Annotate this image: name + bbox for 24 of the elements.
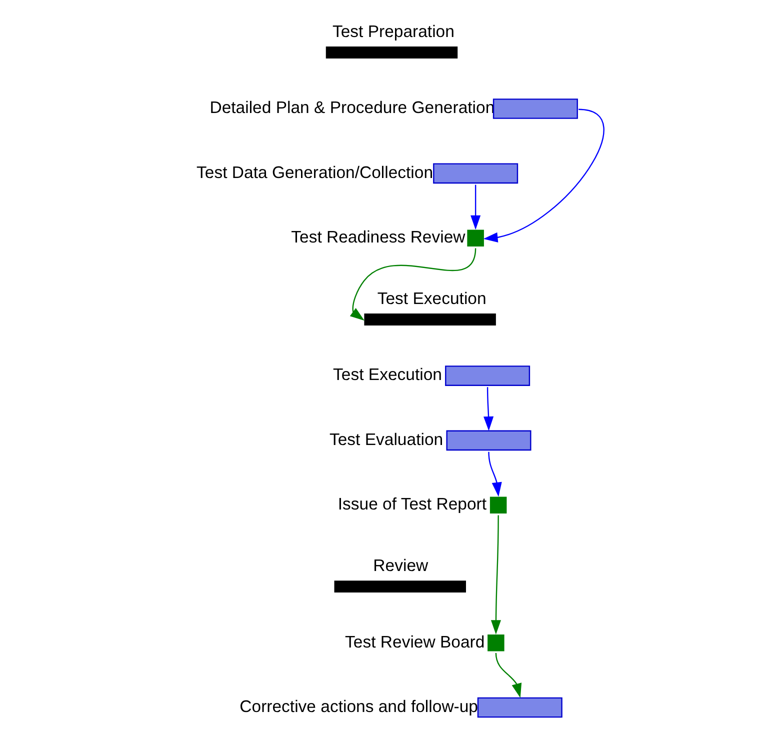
arrow — [484, 387, 494, 431]
arrow — [490, 515, 502, 634]
node-label: Review — [373, 556, 428, 576]
node-label: Test Preparation — [332, 22, 454, 42]
node-label: Test Execution — [377, 289, 486, 308]
node-box — [364, 314, 496, 326]
node-label: Detailed Plan & Procedure Generation — [210, 98, 495, 118]
node-label: Test Execution — [333, 365, 442, 384]
node-box — [488, 634, 504, 652]
node-box — [334, 580, 466, 593]
node-box — [490, 496, 507, 514]
node-label: Test Data Generation/Collection — [196, 162, 434, 182]
arrow — [488, 452, 502, 497]
node-label: Test Readiness Review — [291, 228, 466, 247]
node-box — [326, 46, 458, 58]
arrow — [495, 652, 522, 698]
node-label: Corrective actions and follow-up — [240, 696, 478, 716]
arrow — [470, 184, 481, 230]
node-label: Issue of Test Report — [338, 494, 487, 514]
node-label: Test Review Board — [345, 632, 485, 652]
arrow — [350, 248, 476, 321]
node-box — [467, 230, 484, 246]
arrow — [483, 108, 604, 242]
node-label: Test Evaluation — [329, 430, 444, 449]
